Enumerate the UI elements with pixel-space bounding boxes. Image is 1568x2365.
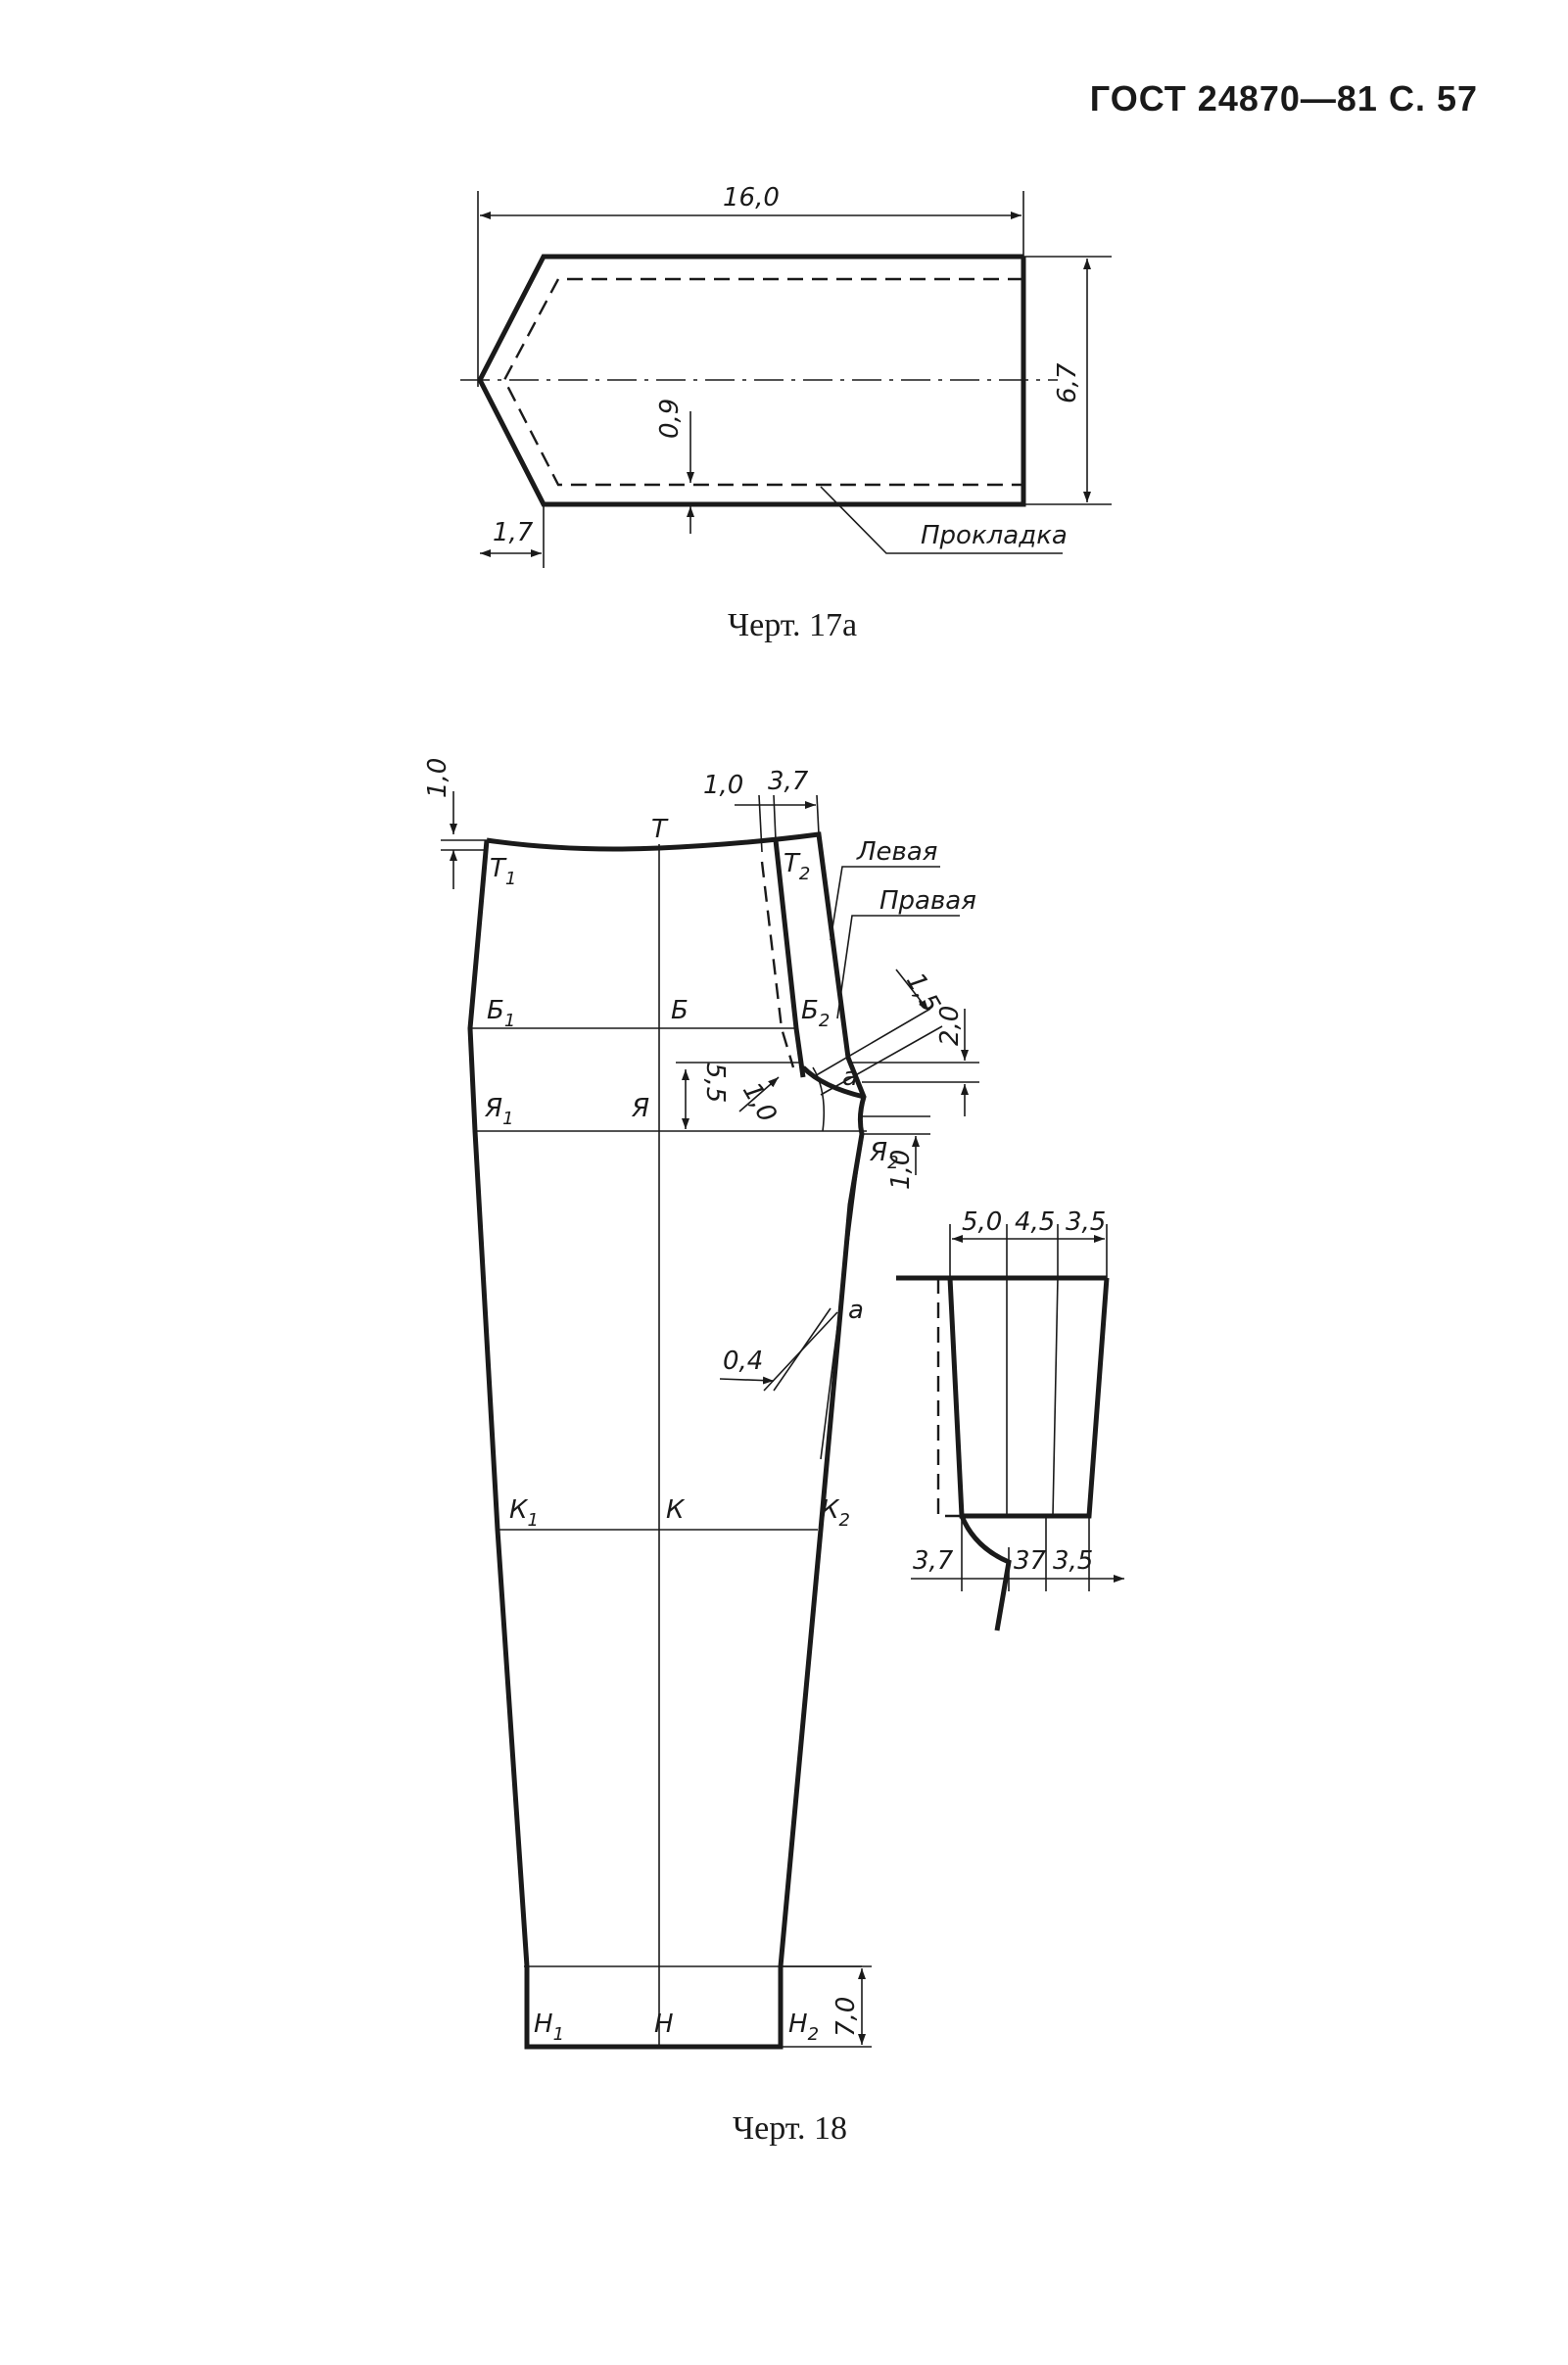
dim-5-5: 5,5 — [700, 1063, 730, 1103]
point-Ya1: Я1 — [484, 1094, 514, 1129]
point-B2: Б2 — [801, 996, 830, 1031]
inset-outline — [947, 1277, 1110, 1519]
dim-top-1: 1,0 — [703, 771, 743, 800]
point-B: Б — [671, 996, 689, 1025]
inset-piece: 5,0 4,5 3,5 3,7 37 3,5 — [896, 1207, 1124, 1632]
dim-0-4: 0,4 — [723, 1347, 763, 1376]
dim-line-15 — [895, 969, 929, 1012]
leader-right — [836, 915, 960, 1019]
figure-17a: 16,0 6,7 0,9 1,7 Прокладка — [460, 183, 1112, 568]
leader-line — [820, 486, 1063, 554]
dim-1-0-b: 1,0 — [886, 1150, 916, 1190]
label-prokladka: Прокладка — [921, 521, 1068, 550]
point-B1: Б1 — [487, 996, 515, 1031]
dim-top-2: 3,7 — [768, 767, 809, 796]
figure-18: 1,0 1,0 3,7 Левая Правая 1,5 2,0 а 5,5 1… — [423, 758, 1124, 2050]
point-N1: Н1 — [534, 2010, 564, 2045]
point-Ya: Я — [631, 1094, 649, 1123]
point-Ya2: Я2 — [869, 1138, 899, 1173]
ext-fly-3 — [816, 794, 820, 835]
point-a-side: а — [848, 1296, 864, 1325]
interlining-inner-dashed — [502, 277, 1023, 487]
dim-width: 6,7 — [1053, 362, 1082, 403]
trouser-outline — [467, 831, 867, 2050]
dim-length: 16,0 — [723, 183, 780, 213]
inset-bottom-2: 37 — [1014, 1546, 1047, 1576]
caption-18: Черт. 18 — [733, 2110, 848, 2147]
ext-04-b — [773, 1307, 832, 1392]
point-a-top: а — [842, 1063, 858, 1092]
dim-line-04 — [719, 1376, 775, 1385]
point-K: К — [666, 1495, 686, 1525]
point-T1: Т1 — [490, 854, 516, 889]
inset-curve — [959, 1515, 1012, 1632]
inset-bottom-1: 3,7 — [913, 1546, 954, 1576]
inset-dashed — [936, 1278, 962, 1518]
seam-guide — [820, 1133, 863, 1460]
label-left: Левая — [856, 837, 937, 867]
ext-15-b — [820, 1025, 943, 1096]
dim-hem: 7,0 — [832, 1997, 861, 2037]
inset-top-1: 5,0 — [962, 1207, 1002, 1237]
ext-fly-2 — [773, 794, 777, 841]
fly-line — [773, 839, 806, 1078]
interlining-outline — [477, 254, 1026, 507]
caption-17a: Черт. 17а — [728, 607, 858, 643]
fly-dashed — [760, 861, 795, 1068]
label-right: Правая — [879, 886, 976, 916]
dim-1-0-a: 1,0 — [736, 1078, 783, 1128]
point-T: Т — [651, 815, 669, 844]
dim-2-0: 2,0 — [935, 1006, 965, 1046]
dim-tip: 1,7 — [493, 518, 534, 547]
dim-offset: 0,9 — [655, 399, 685, 439]
ext-15-a — [812, 1008, 931, 1078]
inset-bottom-3: 3,5 — [1053, 1546, 1093, 1576]
page-header: ГОСТ 24870—81 С. 57 — [1089, 78, 1478, 118]
dim-top-left: 1,0 — [423, 758, 452, 798]
inset-div-2 — [1052, 1277, 1059, 1517]
point-T2: Т2 — [784, 849, 810, 884]
crotch-thin — [812, 1066, 826, 1132]
point-N: Н — [654, 2010, 674, 2039]
point-K2: К2 — [821, 1495, 850, 1531]
point-K1: К1 — [509, 1495, 539, 1531]
inset-top-2: 4,5 — [1015, 1207, 1055, 1237]
leader-left — [830, 866, 940, 941]
dim-line-10a — [738, 1076, 780, 1112]
point-N2: Н2 — [788, 2010, 819, 2045]
crotch-curve — [801, 1065, 865, 1100]
inset-top-3: 3,5 — [1066, 1207, 1106, 1237]
